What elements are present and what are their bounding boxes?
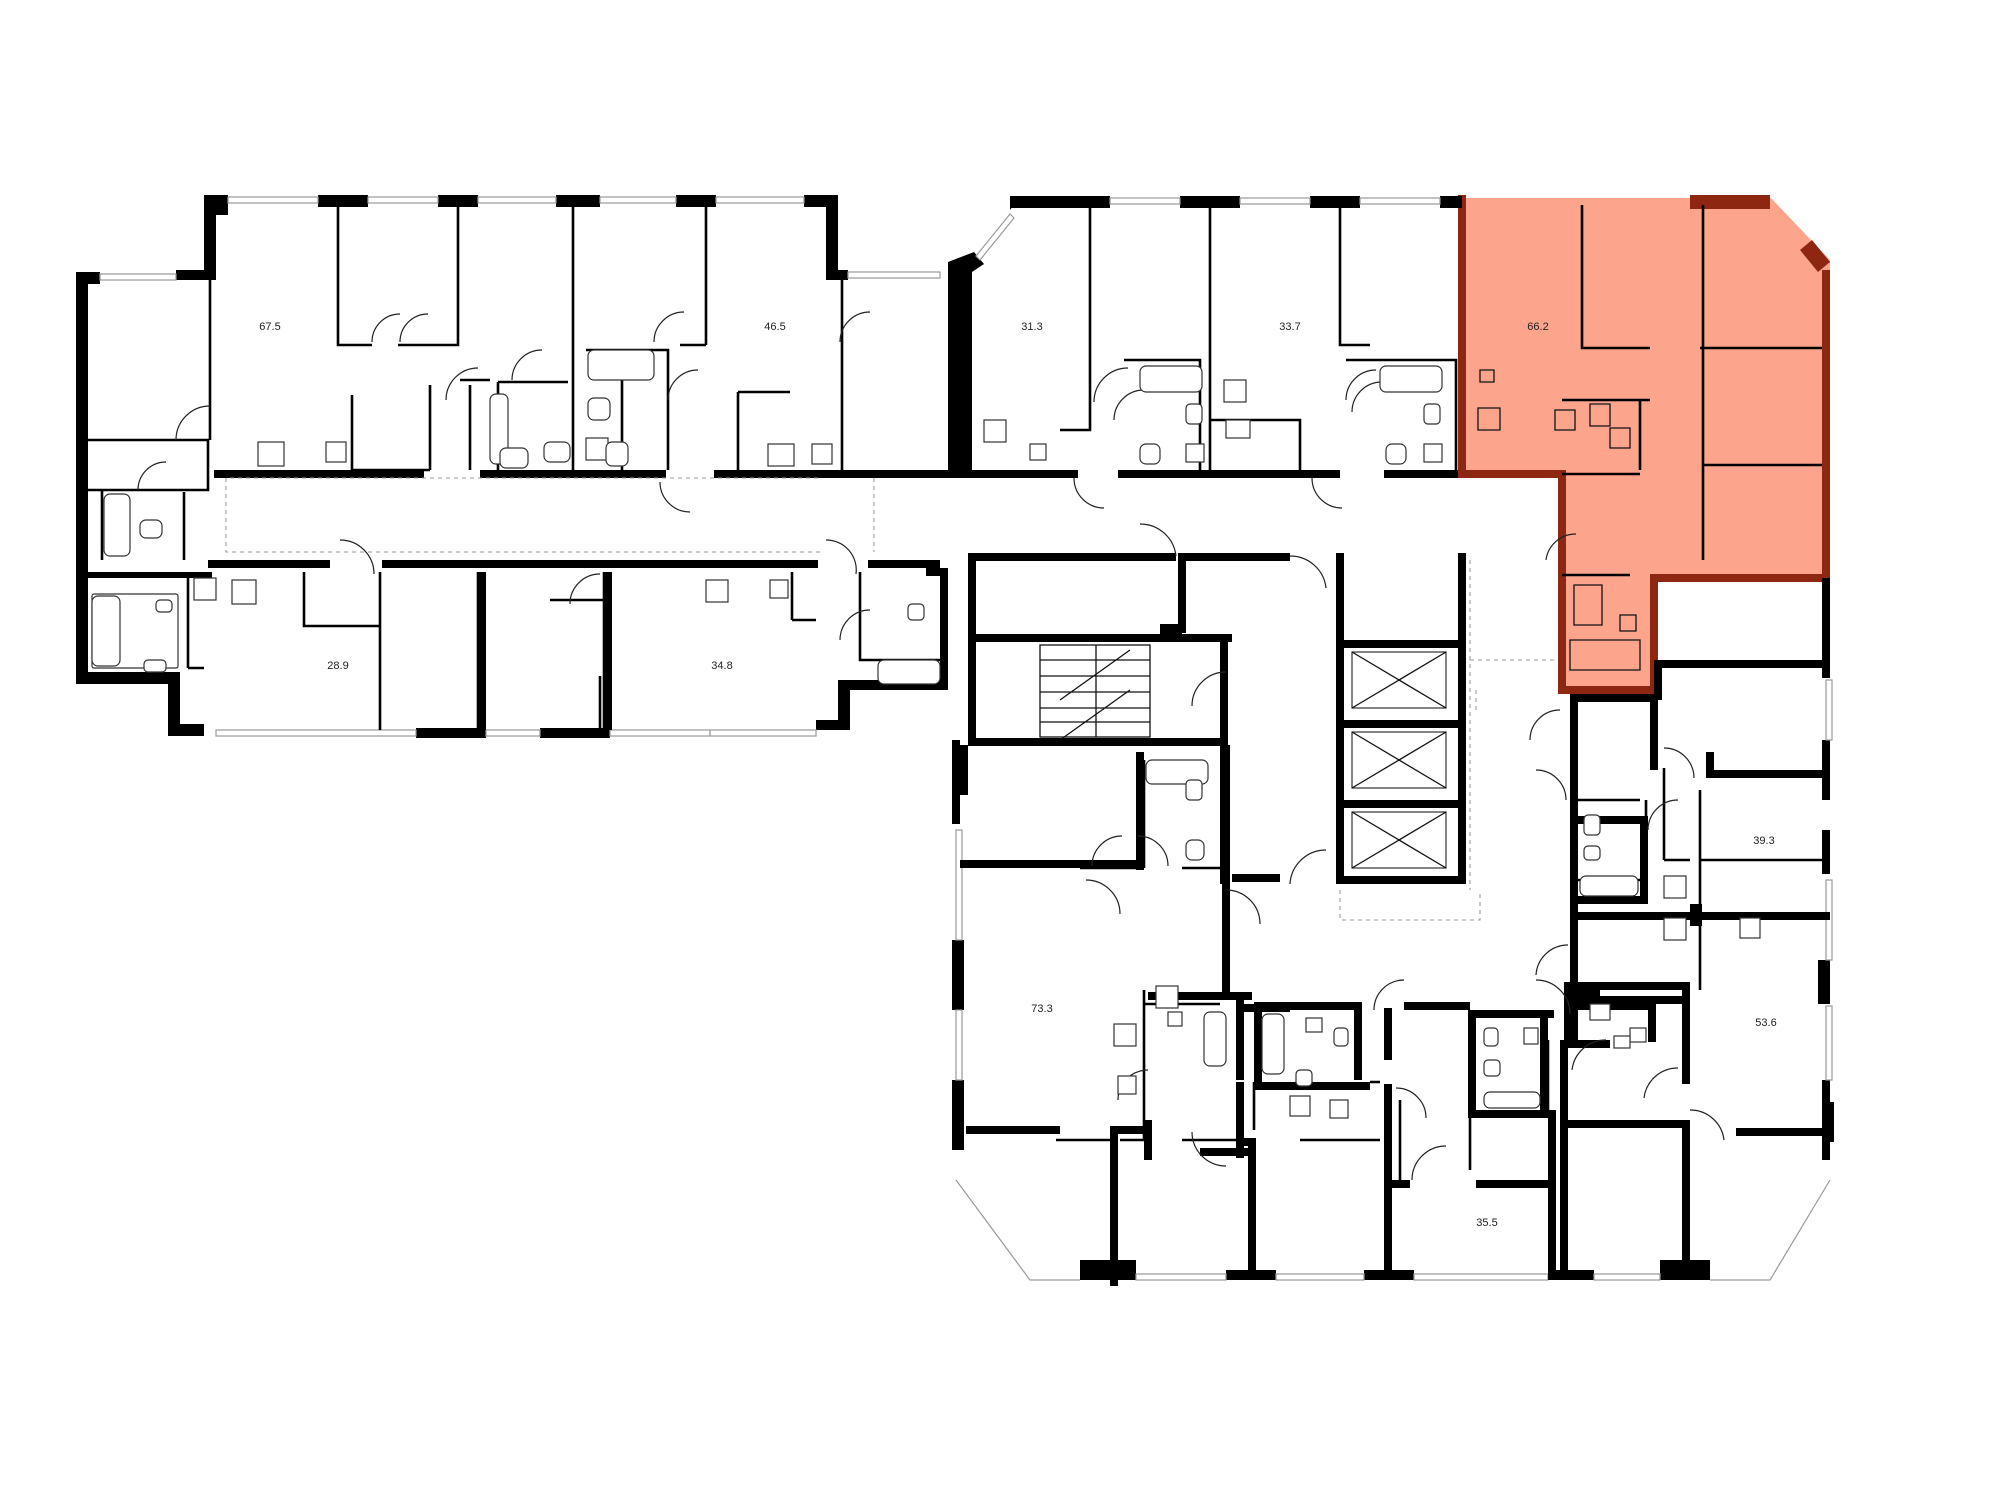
highlighted-apartment-fill[interactable]	[1462, 198, 1830, 690]
area-label-35-5[interactable]: 35.5	[1476, 1217, 1497, 1229]
interior-walls	[86, 205, 1830, 1286]
area-label-66-2[interactable]: 66.2	[1527, 321, 1548, 333]
windows	[99, 196, 1833, 1281]
area-label-46-5[interactable]: 46.5	[764, 321, 785, 333]
area-labels: 67.5 46.5 31.3 33.7 66.2 28.9 34.8 39.3 …	[259, 321, 1776, 1229]
area-label-33-7[interactable]: 33.7	[1279, 321, 1300, 333]
area-label-39-3[interactable]: 39.3	[1753, 835, 1774, 847]
area-label-53-6[interactable]: 53.6	[1755, 1017, 1776, 1029]
highlighted-apartment[interactable]	[1458, 195, 1830, 694]
exterior-walls	[76, 195, 1834, 1280]
area-label-28-9[interactable]: 28.9	[327, 660, 348, 672]
fixtures	[91, 349, 1761, 1119]
area-label-67-5[interactable]: 67.5	[259, 321, 280, 333]
area-label-34-8[interactable]: 34.8	[711, 660, 732, 672]
area-label-73-3[interactable]: 73.3	[1031, 1003, 1052, 1015]
area-label-31-3[interactable]: 31.3	[1021, 321, 1042, 333]
